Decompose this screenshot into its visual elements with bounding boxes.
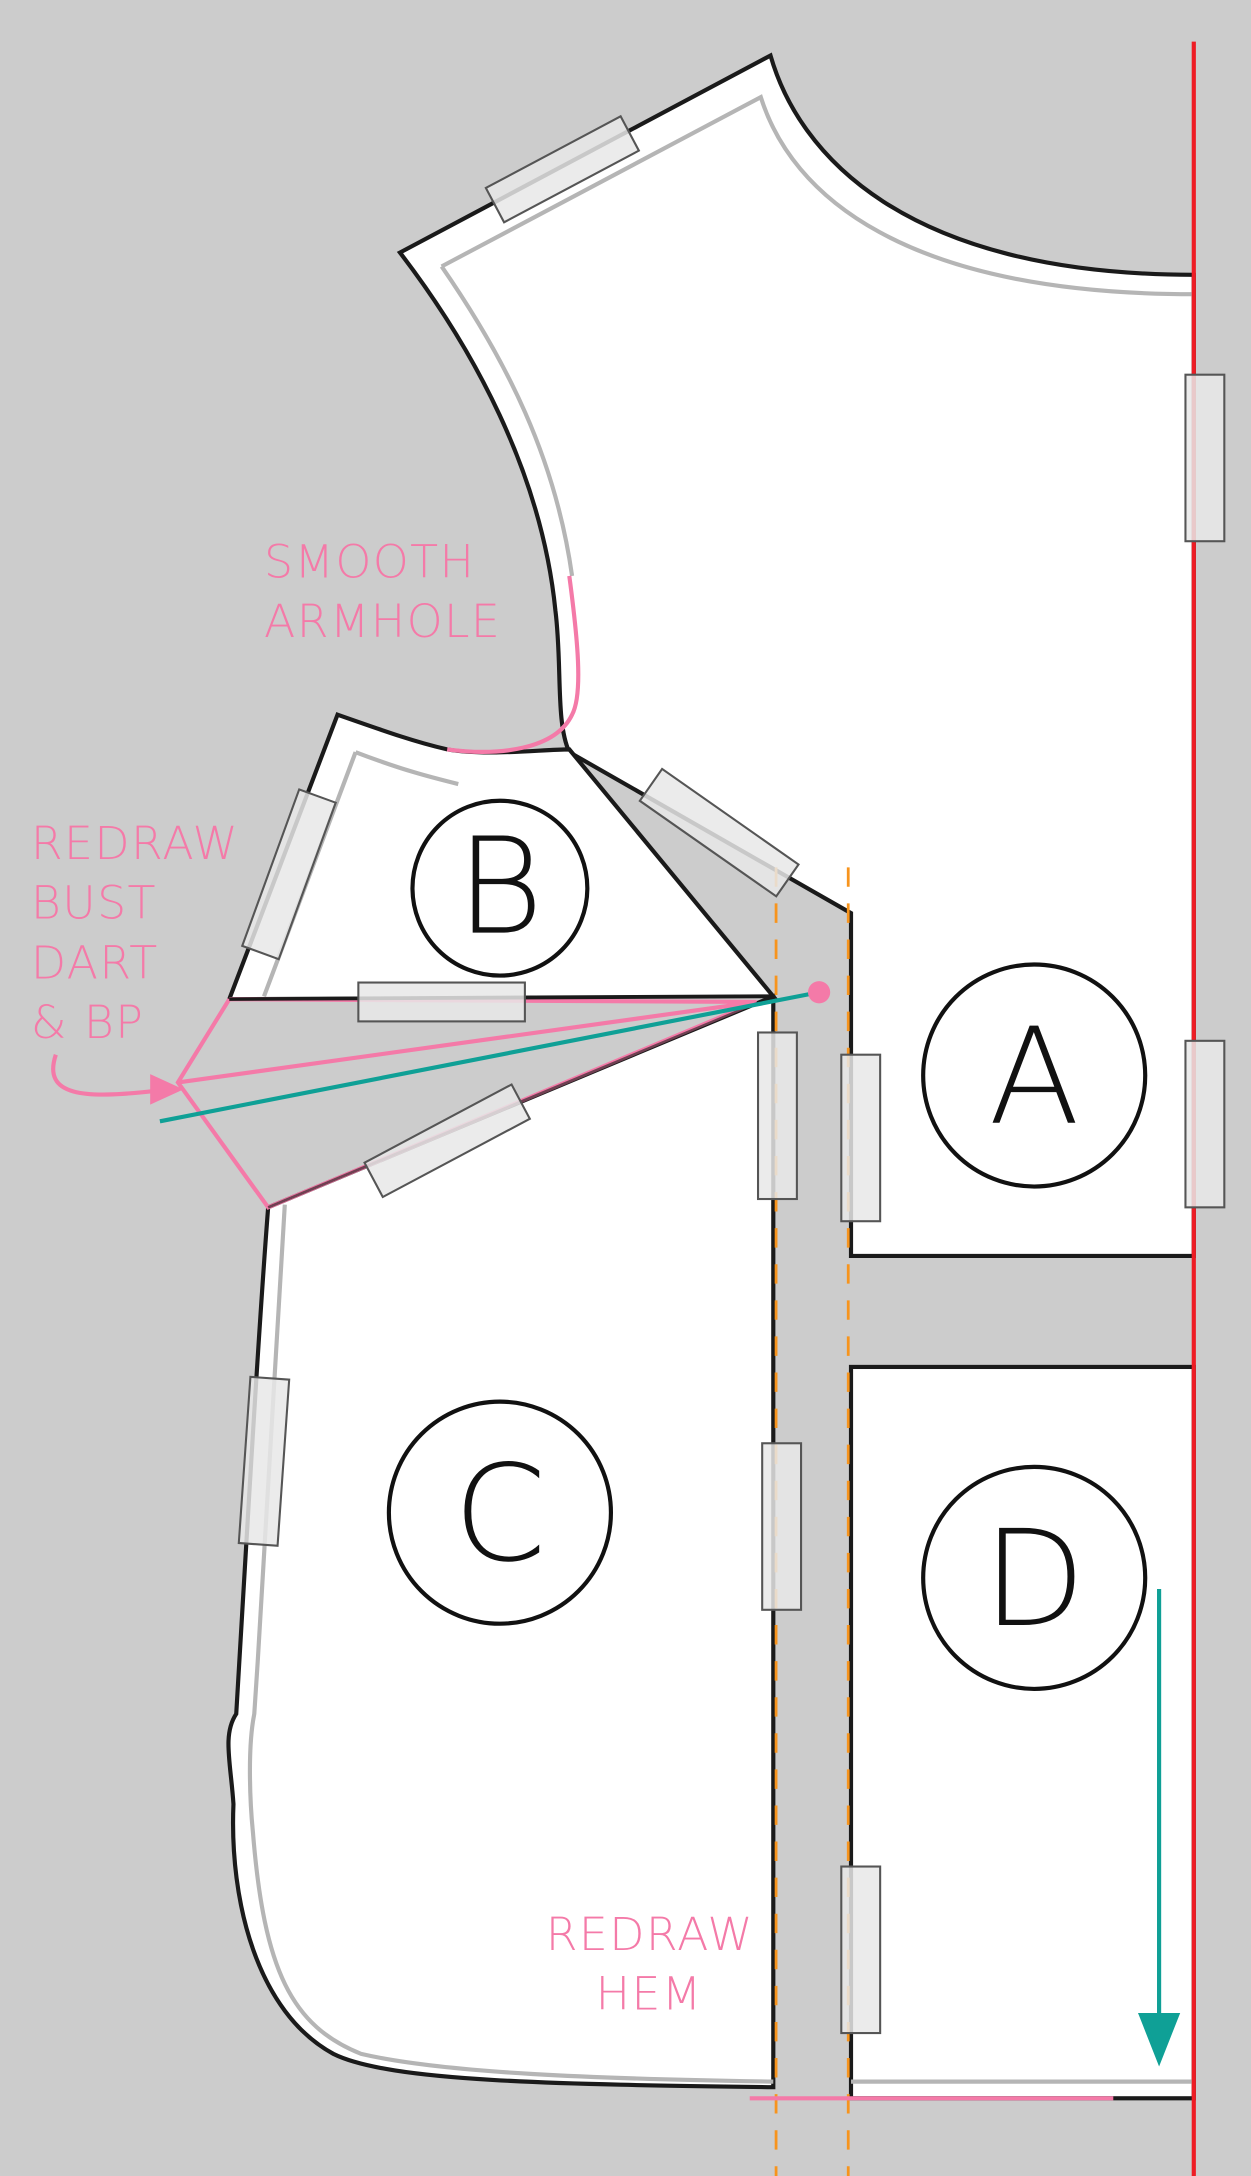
label-d-text: D: [983, 1502, 1086, 1657]
piece-a: [396, 52, 1196, 1258]
note-redraw-hem-1: REDRAW: [546, 1907, 754, 1961]
note-redraw-dart-4: & BP: [31, 995, 144, 1049]
note-redraw-hem-2: HEM: [596, 1966, 703, 2020]
label-a-text: A: [989, 1000, 1080, 1155]
smooth-armhole-line: [446, 575, 581, 754]
label-d: D: [921, 1464, 1148, 1691]
bust-point-dot: [807, 981, 831, 1004]
dart-wedge: [177, 996, 774, 1208]
tape-pieces: [237, 114, 1226, 2035]
label-b-text: B: [456, 810, 543, 965]
label-c-text: C: [453, 1437, 546, 1592]
grainline-arrow: [1137, 1588, 1181, 2067]
note-redraw-dart-3: DART: [31, 935, 159, 989]
label-a: A: [921, 962, 1148, 1189]
note-smooth-armhole-2: ARMHOLE: [264, 594, 501, 648]
label-b: B: [410, 798, 590, 978]
note-smooth-armhole-1: SMOOTH: [264, 534, 475, 588]
note-redraw-dart-2: BUST: [31, 876, 157, 930]
bust-point-line: [159, 990, 820, 1124]
redraw-dart-arrow: [51, 1054, 184, 1105]
note-redraw-dart-1: REDRAW: [31, 816, 239, 870]
label-c: C: [386, 1399, 614, 1626]
